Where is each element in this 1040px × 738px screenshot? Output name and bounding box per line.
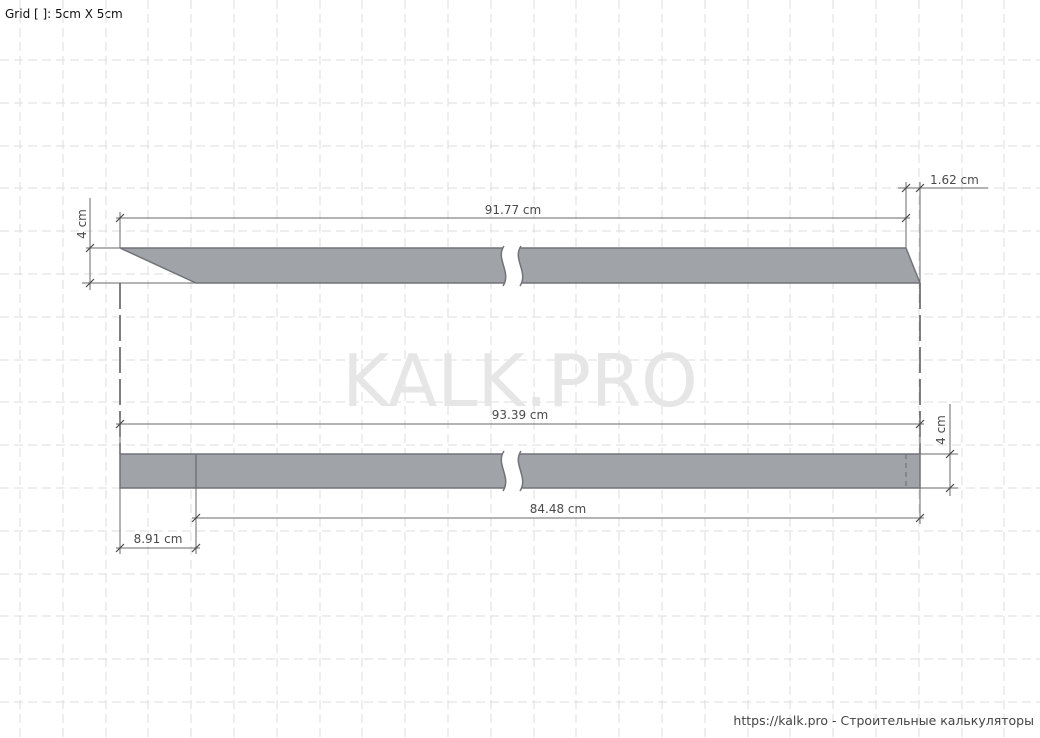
watermark: KALK.PRO bbox=[342, 339, 698, 423]
dimension-label-top-thickness: 4 cm bbox=[75, 209, 89, 239]
dimension-bottom-length: 93.39 cm bbox=[115, 408, 925, 454]
footer-credit: https://kalk.pro - Строительные калькуля… bbox=[733, 713, 1034, 728]
dimension-bottom-thickness: 4 cm bbox=[920, 404, 958, 496]
dimension-top-thickness: 4 cm bbox=[75, 198, 196, 290]
dimension-label-bottom-offset: 8.91 cm bbox=[134, 532, 183, 546]
dimension-label-top-overhang: 1.62 cm bbox=[930, 173, 979, 187]
dimension-label-bottom-length: 93.39 cm bbox=[492, 408, 548, 422]
grid-scale-caption: Grid [ ]: 5cm X 5cm bbox=[5, 7, 123, 21]
bottom-board-break bbox=[500, 450, 524, 492]
dimension-bottom-offset: 8.91 cm bbox=[115, 488, 201, 554]
dimension-label-top-length: 91.77 cm bbox=[485, 203, 541, 217]
dimension-label-bottom-inner: 84.48 cm bbox=[530, 502, 586, 516]
dimension-top-overhang: 1.62 cm bbox=[898, 173, 988, 283]
dimension-top-length: 91.77 cm bbox=[115, 203, 911, 248]
dimension-label-bottom-thickness: 4 cm bbox=[934, 415, 948, 445]
dimension-bottom-inner: 84.48 cm bbox=[191, 488, 925, 524]
top-board-break bbox=[500, 245, 524, 287]
